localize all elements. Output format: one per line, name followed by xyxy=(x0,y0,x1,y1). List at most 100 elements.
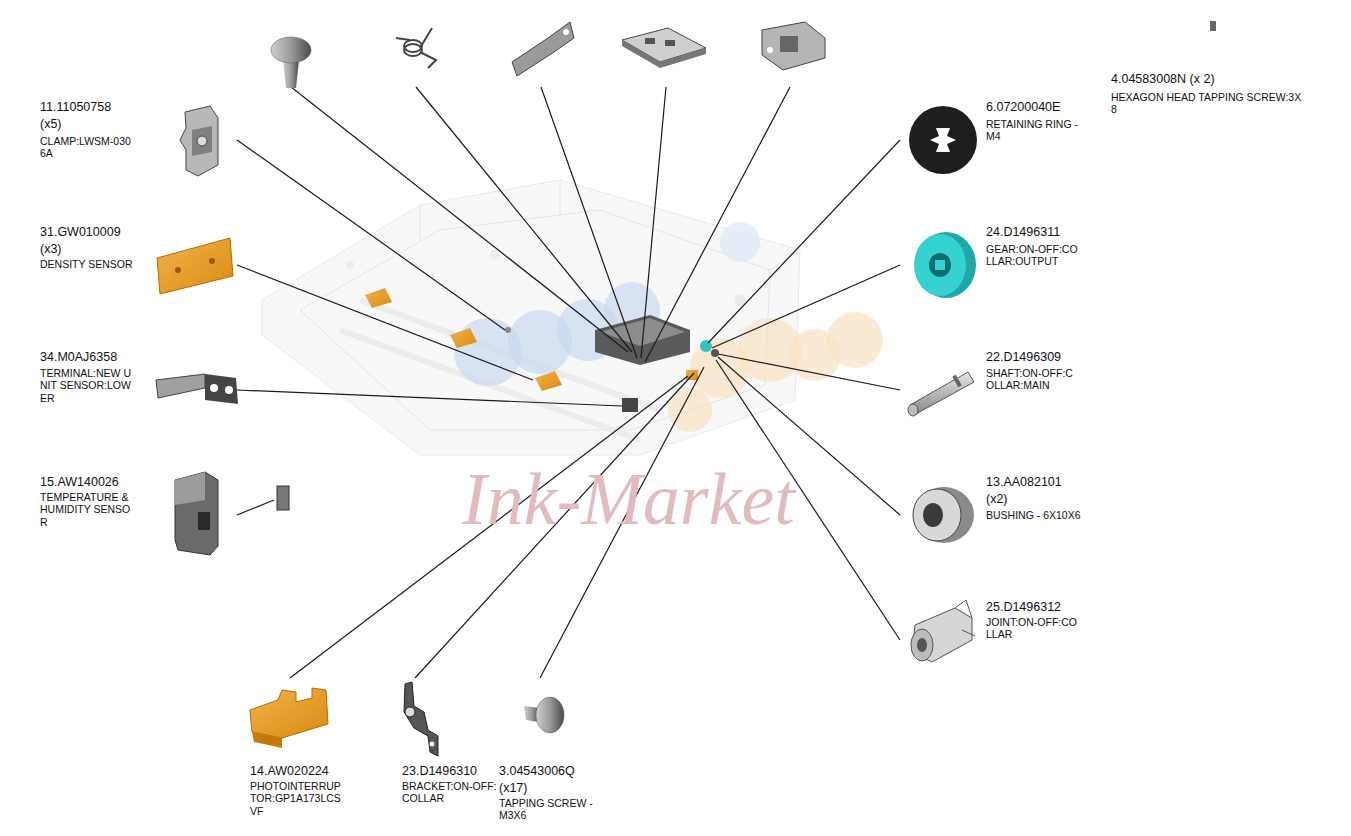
leader-lines xyxy=(237,140,505,330)
joint-icon xyxy=(917,638,927,652)
colour-circles xyxy=(827,312,883,368)
clamp-icon xyxy=(197,136,207,146)
shaft-icon xyxy=(908,404,918,416)
part-name: HEXAGON HEAD TAPPING SCREW:3X 8 xyxy=(1111,91,1306,116)
screw-icon xyxy=(524,697,564,733)
leader-lines xyxy=(541,87,637,358)
temperature-sensor-icon xyxy=(175,472,218,555)
terminal-icon xyxy=(210,384,218,392)
temperature-sensor-icon xyxy=(175,472,205,505)
bracket-icon xyxy=(512,22,574,76)
joint-icon xyxy=(911,600,975,662)
assembly-drawing xyxy=(346,261,354,269)
tray-icon xyxy=(645,38,655,44)
terminal-icon xyxy=(156,374,205,398)
spring-icon xyxy=(396,38,410,40)
gear-icon xyxy=(935,260,945,270)
quantity: (x3) xyxy=(40,242,100,257)
callout-number: 4.04583008N (x 2) xyxy=(1111,72,1311,87)
tray-icon xyxy=(622,40,706,68)
assembly-parts xyxy=(450,328,477,348)
assembly-parts xyxy=(711,349,719,357)
screw-icon xyxy=(283,60,299,88)
leader-lines xyxy=(645,87,790,362)
leader-lines xyxy=(237,265,533,380)
joint-icon xyxy=(911,629,933,661)
temperature-sensor-icon xyxy=(175,472,289,555)
callout-number: 14.AW020224 xyxy=(250,764,390,779)
watermark: Ink-Market xyxy=(462,462,795,536)
temperature-sensor-icon xyxy=(277,486,289,510)
shaft-icon xyxy=(952,375,961,387)
callout-number: 6.07200040E xyxy=(986,100,1106,115)
photointerrupter-icon xyxy=(250,688,328,738)
connector-icon xyxy=(762,22,825,70)
bushing-icon xyxy=(914,487,974,543)
leader-lines xyxy=(708,140,900,343)
retaining-ring-icon xyxy=(930,128,956,152)
callout-number: 13.AA082101 xyxy=(986,475,1106,490)
part-name: SHAFT:ON-OFF:C OLLAR:MAIN xyxy=(986,367,1090,392)
clamp-icon xyxy=(180,106,218,176)
part-name: JOINT:ON-OFF:CO LLAR xyxy=(986,616,1090,641)
quantity: (x2) xyxy=(986,492,1046,507)
spring-icon xyxy=(404,44,422,56)
callout-number: 23.D1496310 xyxy=(402,764,498,779)
assembly-parts xyxy=(622,398,638,412)
part-name: CLAMP:LWSM-030 6A xyxy=(40,135,138,160)
clamp-icon xyxy=(180,106,218,176)
callout-number: 3.04543006Q xyxy=(499,764,619,779)
small-screw-icon xyxy=(1210,21,1216,31)
joint-icon xyxy=(955,600,975,636)
connector-icon xyxy=(762,22,825,70)
part-name: PHOTOINTERRUP TOR:GP1A173LCS VF xyxy=(250,780,352,817)
density-sensor-icon xyxy=(175,267,181,273)
part-name: TEMPERATURE & HUMIDITY SENSO R xyxy=(40,491,138,528)
leader-lines xyxy=(718,354,900,390)
bushing-icon xyxy=(913,489,961,541)
terminal-icon xyxy=(156,374,238,404)
connector-icon xyxy=(780,36,798,52)
photointerrupter-icon xyxy=(252,732,282,748)
assembly-parts xyxy=(505,327,511,333)
retaining-ring-icon xyxy=(909,106,977,174)
temperature-sensor-icon xyxy=(198,512,210,530)
leader-lines xyxy=(291,87,628,352)
bushing-icon xyxy=(913,487,974,543)
leader-lines xyxy=(416,87,632,352)
assembly-parts xyxy=(365,288,392,308)
retaining-ring-icon xyxy=(909,106,977,174)
assembly-parts xyxy=(535,371,562,391)
photointerrupter-icon xyxy=(250,688,328,748)
screw-icon xyxy=(536,697,564,733)
callout-number: 31.GW010009 xyxy=(40,225,160,240)
bracket-icon xyxy=(404,682,438,756)
part-name: TERMINAL:NEW U NIT SENSOR:LOW ER xyxy=(40,367,138,404)
assembly-drawing xyxy=(420,180,800,270)
assembly-drawing xyxy=(490,250,500,260)
colour-circles xyxy=(720,222,760,262)
shaft-icon xyxy=(910,372,974,414)
tray-icon xyxy=(665,40,675,46)
callout-number: 24.D1496311 xyxy=(986,225,1106,240)
leader-lines xyxy=(237,87,900,678)
leader-lines xyxy=(641,87,666,358)
bracket-icon xyxy=(405,707,415,717)
bracket-icon xyxy=(404,682,438,756)
spring-icon xyxy=(420,28,436,68)
callout-number: 34.M0AJ6358 xyxy=(40,350,160,365)
part-name: GEAR:ON-OFF:CO LLAR:OUTPUT xyxy=(986,243,1090,268)
density-sensor-icon xyxy=(209,258,215,264)
gear-icon xyxy=(914,234,966,296)
leader-lines xyxy=(237,500,274,515)
assembly-parts xyxy=(700,340,712,352)
leader-lines xyxy=(712,265,900,348)
bracket-icon xyxy=(512,22,574,76)
clamp-icon xyxy=(192,126,212,156)
density-sensor-icon xyxy=(157,238,233,294)
screw-icon xyxy=(271,37,311,88)
bushing-icon xyxy=(923,503,943,527)
callout-number: 15.AW140026 xyxy=(40,475,160,490)
